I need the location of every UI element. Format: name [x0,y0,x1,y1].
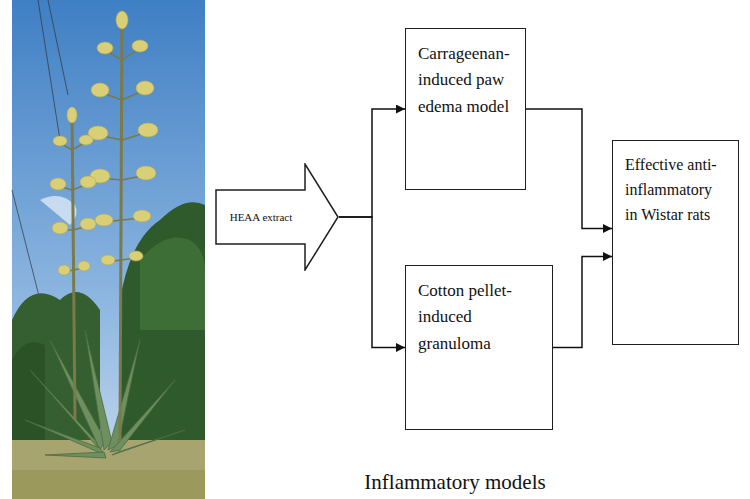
connector-arrow [553,257,612,348]
connector-arrow [526,109,612,229]
figure-caption: Inflammatory models [300,470,610,495]
node-label: Cotton pellet-induced granuloma [418,278,542,357]
node-label: HEAA extract [230,211,293,223]
block-arrow: HEAA extract [215,163,339,271]
connector-arrow [339,109,405,217]
result-box: Effective anti-inflammatory in Wistar ra… [612,140,739,345]
process-box: Cotton pellet-induced granuloma [405,265,553,430]
node-label: Carrageenan-induced paw edema model [418,41,515,120]
connector-arrow [339,217,405,348]
process-box: Carrageenan-induced paw edema model [405,28,526,190]
node-label: Effective anti-inflammatory in Wistar ra… [625,153,728,227]
